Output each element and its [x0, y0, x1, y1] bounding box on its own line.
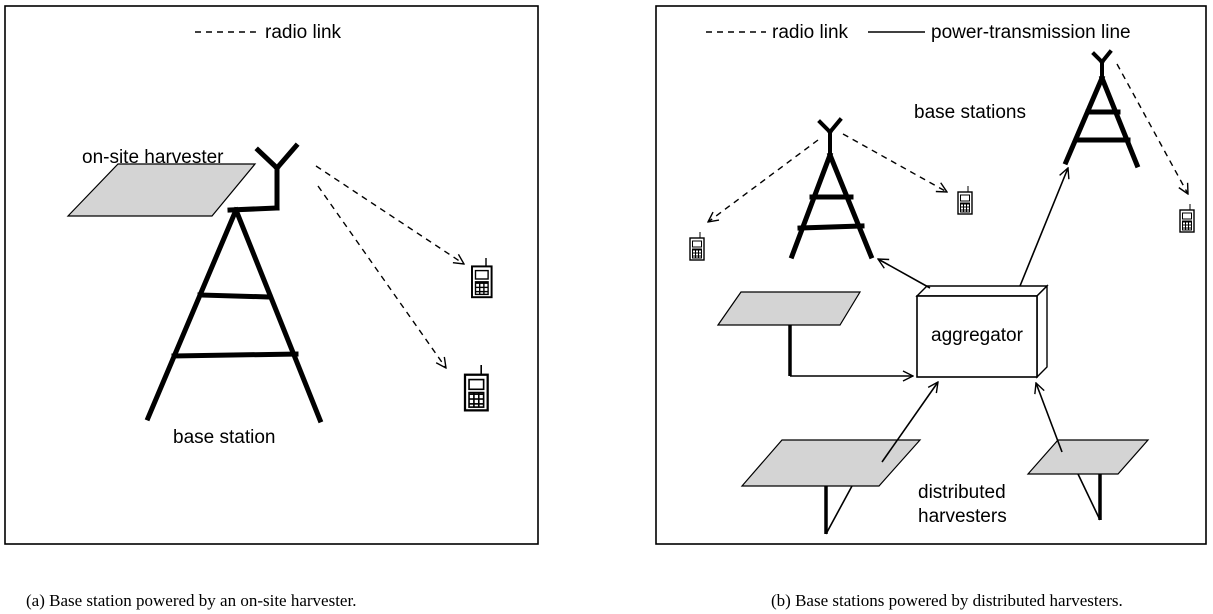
power-line-harvester-2 — [881, 382, 938, 463]
panel-a-legend: radio link — [195, 22, 342, 43]
harvester-support — [825, 485, 853, 535]
power-line-harvester-3 — [1036, 383, 1063, 453]
base-station-label: base station — [173, 427, 275, 448]
aggregator-label: aggregator — [931, 325, 1024, 346]
distributed-solar-panel — [1026, 439, 1150, 475]
panel-a-frame — [4, 5, 539, 545]
aggregator-box: aggregator — [915, 284, 1049, 379]
power-line-to-left-tower — [878, 259, 931, 289]
distributed-label-line2: harvesters — [918, 506, 1007, 527]
radio-link-legend-label: radio link — [772, 22, 849, 43]
distributed-solar-panel — [716, 291, 862, 326]
base-station-tower — [144, 142, 324, 424]
power-line-to-right-tower — [1019, 168, 1068, 287]
base-stations-label: base stations — [914, 102, 1026, 123]
power-line-legend-label: power-transmission line — [931, 22, 1131, 43]
radio-link-to-phone-1 — [315, 165, 464, 264]
radio-link-left-phone — [708, 139, 819, 222]
radio-link-to-phone-2 — [317, 185, 446, 368]
radio-link-right-phone — [1116, 63, 1188, 194]
caption-a: (a) Base station powered by an on-site h… — [26, 591, 356, 610]
base-station-tower-left — [788, 117, 875, 260]
radio-link-legend-label: radio link — [265, 22, 342, 43]
onsite-solar-panel — [66, 163, 257, 217]
radio-link-middle-phone — [842, 133, 947, 192]
panel-b: radio link power-transmission line base … — [655, 5, 1207, 610]
distributed-label-line1: distributed — [918, 482, 1006, 503]
onsite-harvester-label: on-site harvester — [82, 147, 224, 168]
distributed-solar-panel — [740, 439, 922, 487]
caption-b: (b) Base stations powered by distributed… — [771, 591, 1123, 610]
base-station-tower-right — [1062, 49, 1141, 169]
panel-a: radio link on-site harvester base statio… — [4, 5, 539, 610]
panel-b-legend: radio link power-transmission line — [706, 22, 1131, 43]
harvester-support — [1077, 473, 1101, 521]
